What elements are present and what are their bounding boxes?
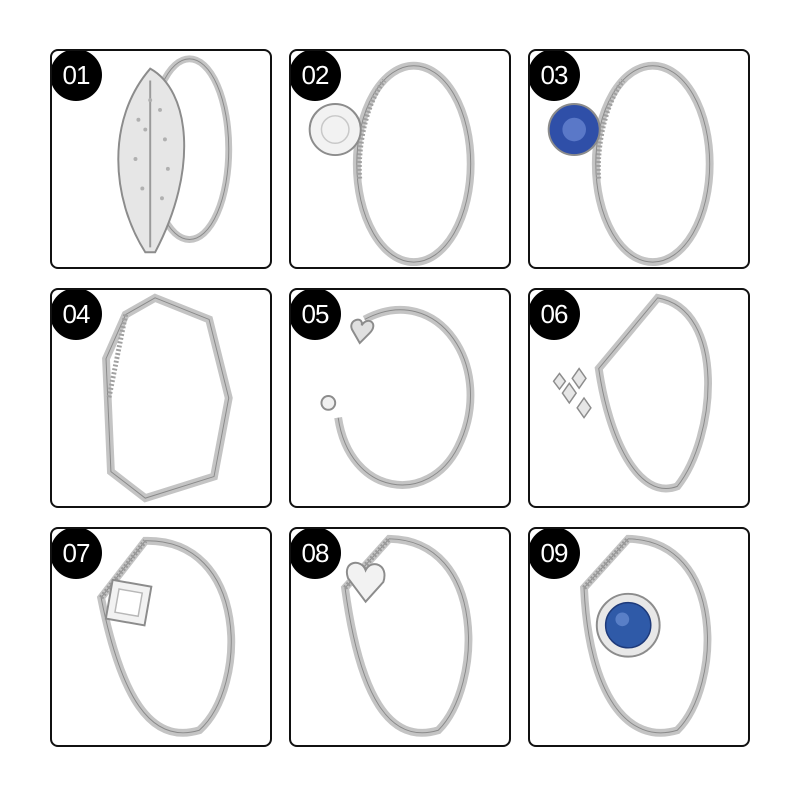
open-heart-ring-image xyxy=(320,305,475,489)
blue-solitaire-ring-image xyxy=(547,61,714,267)
product-tile-09[interactable]: 09 xyxy=(528,527,750,747)
product-tile-02[interactable]: 02 xyxy=(289,49,511,269)
square-halo-ring-image xyxy=(96,536,236,737)
product-number-badge: 06 xyxy=(530,290,580,340)
solitaire-ring-image xyxy=(308,61,475,267)
product-tile-04[interactable]: 04 xyxy=(50,288,272,508)
blue-halo-ring-image xyxy=(580,534,712,737)
heart-halo-ring-image xyxy=(340,534,473,737)
product-number-badge: 01 xyxy=(52,51,102,101)
leaf-ring-image xyxy=(117,55,233,254)
product-number-badge: 03 xyxy=(530,51,580,101)
product-number-badge: 08 xyxy=(291,529,341,579)
product-tile-07[interactable]: 07 xyxy=(50,527,272,747)
product-tile-05[interactable]: 05 xyxy=(289,288,511,508)
product-number-badge: 04 xyxy=(52,290,102,340)
wishbone-tiara-ring-image xyxy=(552,293,712,493)
geometric-ring-image xyxy=(102,293,233,503)
product-tile-06[interactable]: 06 xyxy=(528,288,750,508)
product-number-badge: 05 xyxy=(291,290,341,340)
product-number-badge: 07 xyxy=(52,529,102,579)
product-tile-08[interactable]: 08 xyxy=(289,527,511,747)
product-number-badge: 09 xyxy=(530,529,580,579)
product-tile-01[interactable]: 01 xyxy=(50,49,272,269)
product-number-badge: 02 xyxy=(291,51,341,101)
product-tile-03[interactable]: 03 xyxy=(528,49,750,269)
